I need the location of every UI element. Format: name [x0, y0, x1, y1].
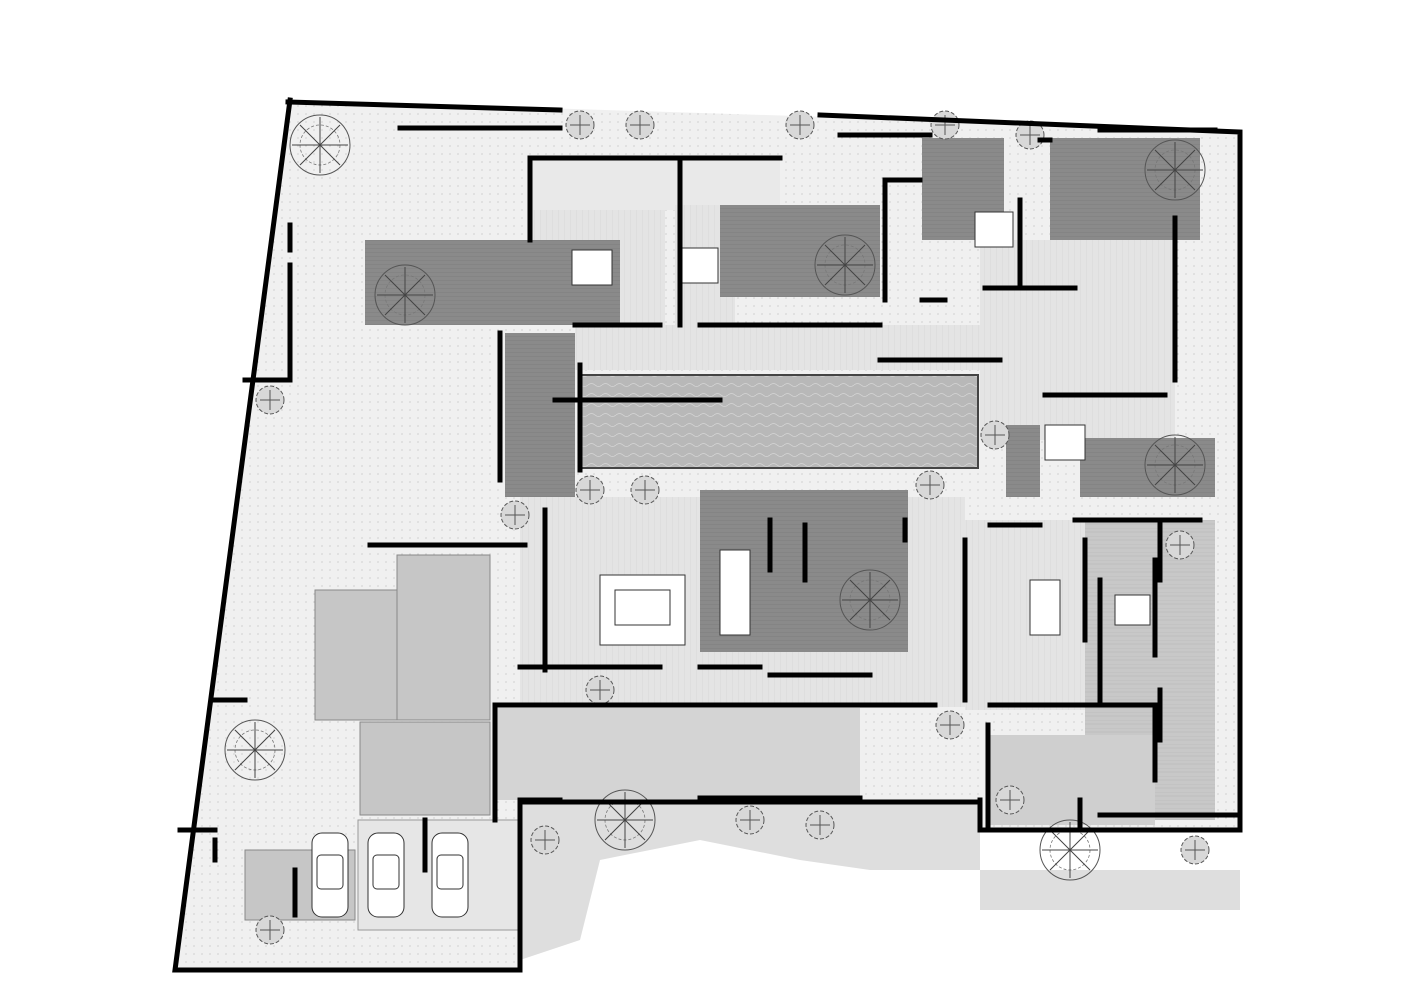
east-wing [980, 240, 1175, 440]
car-icon [367, 832, 405, 918]
car-icon [311, 832, 349, 918]
bed-icon [571, 211, 1151, 626]
sofa-icon [599, 574, 686, 646]
driveway [495, 708, 860, 800]
car-icon [431, 832, 469, 918]
walls [172, 97, 1243, 973]
bath-block [530, 160, 780, 210]
dining-table-icon [719, 549, 751, 636]
swimming-pool [579, 374, 979, 469]
entry-paving [520, 800, 1240, 960]
kitchen-island [1029, 579, 1061, 636]
parking-pads [244, 554, 491, 921]
